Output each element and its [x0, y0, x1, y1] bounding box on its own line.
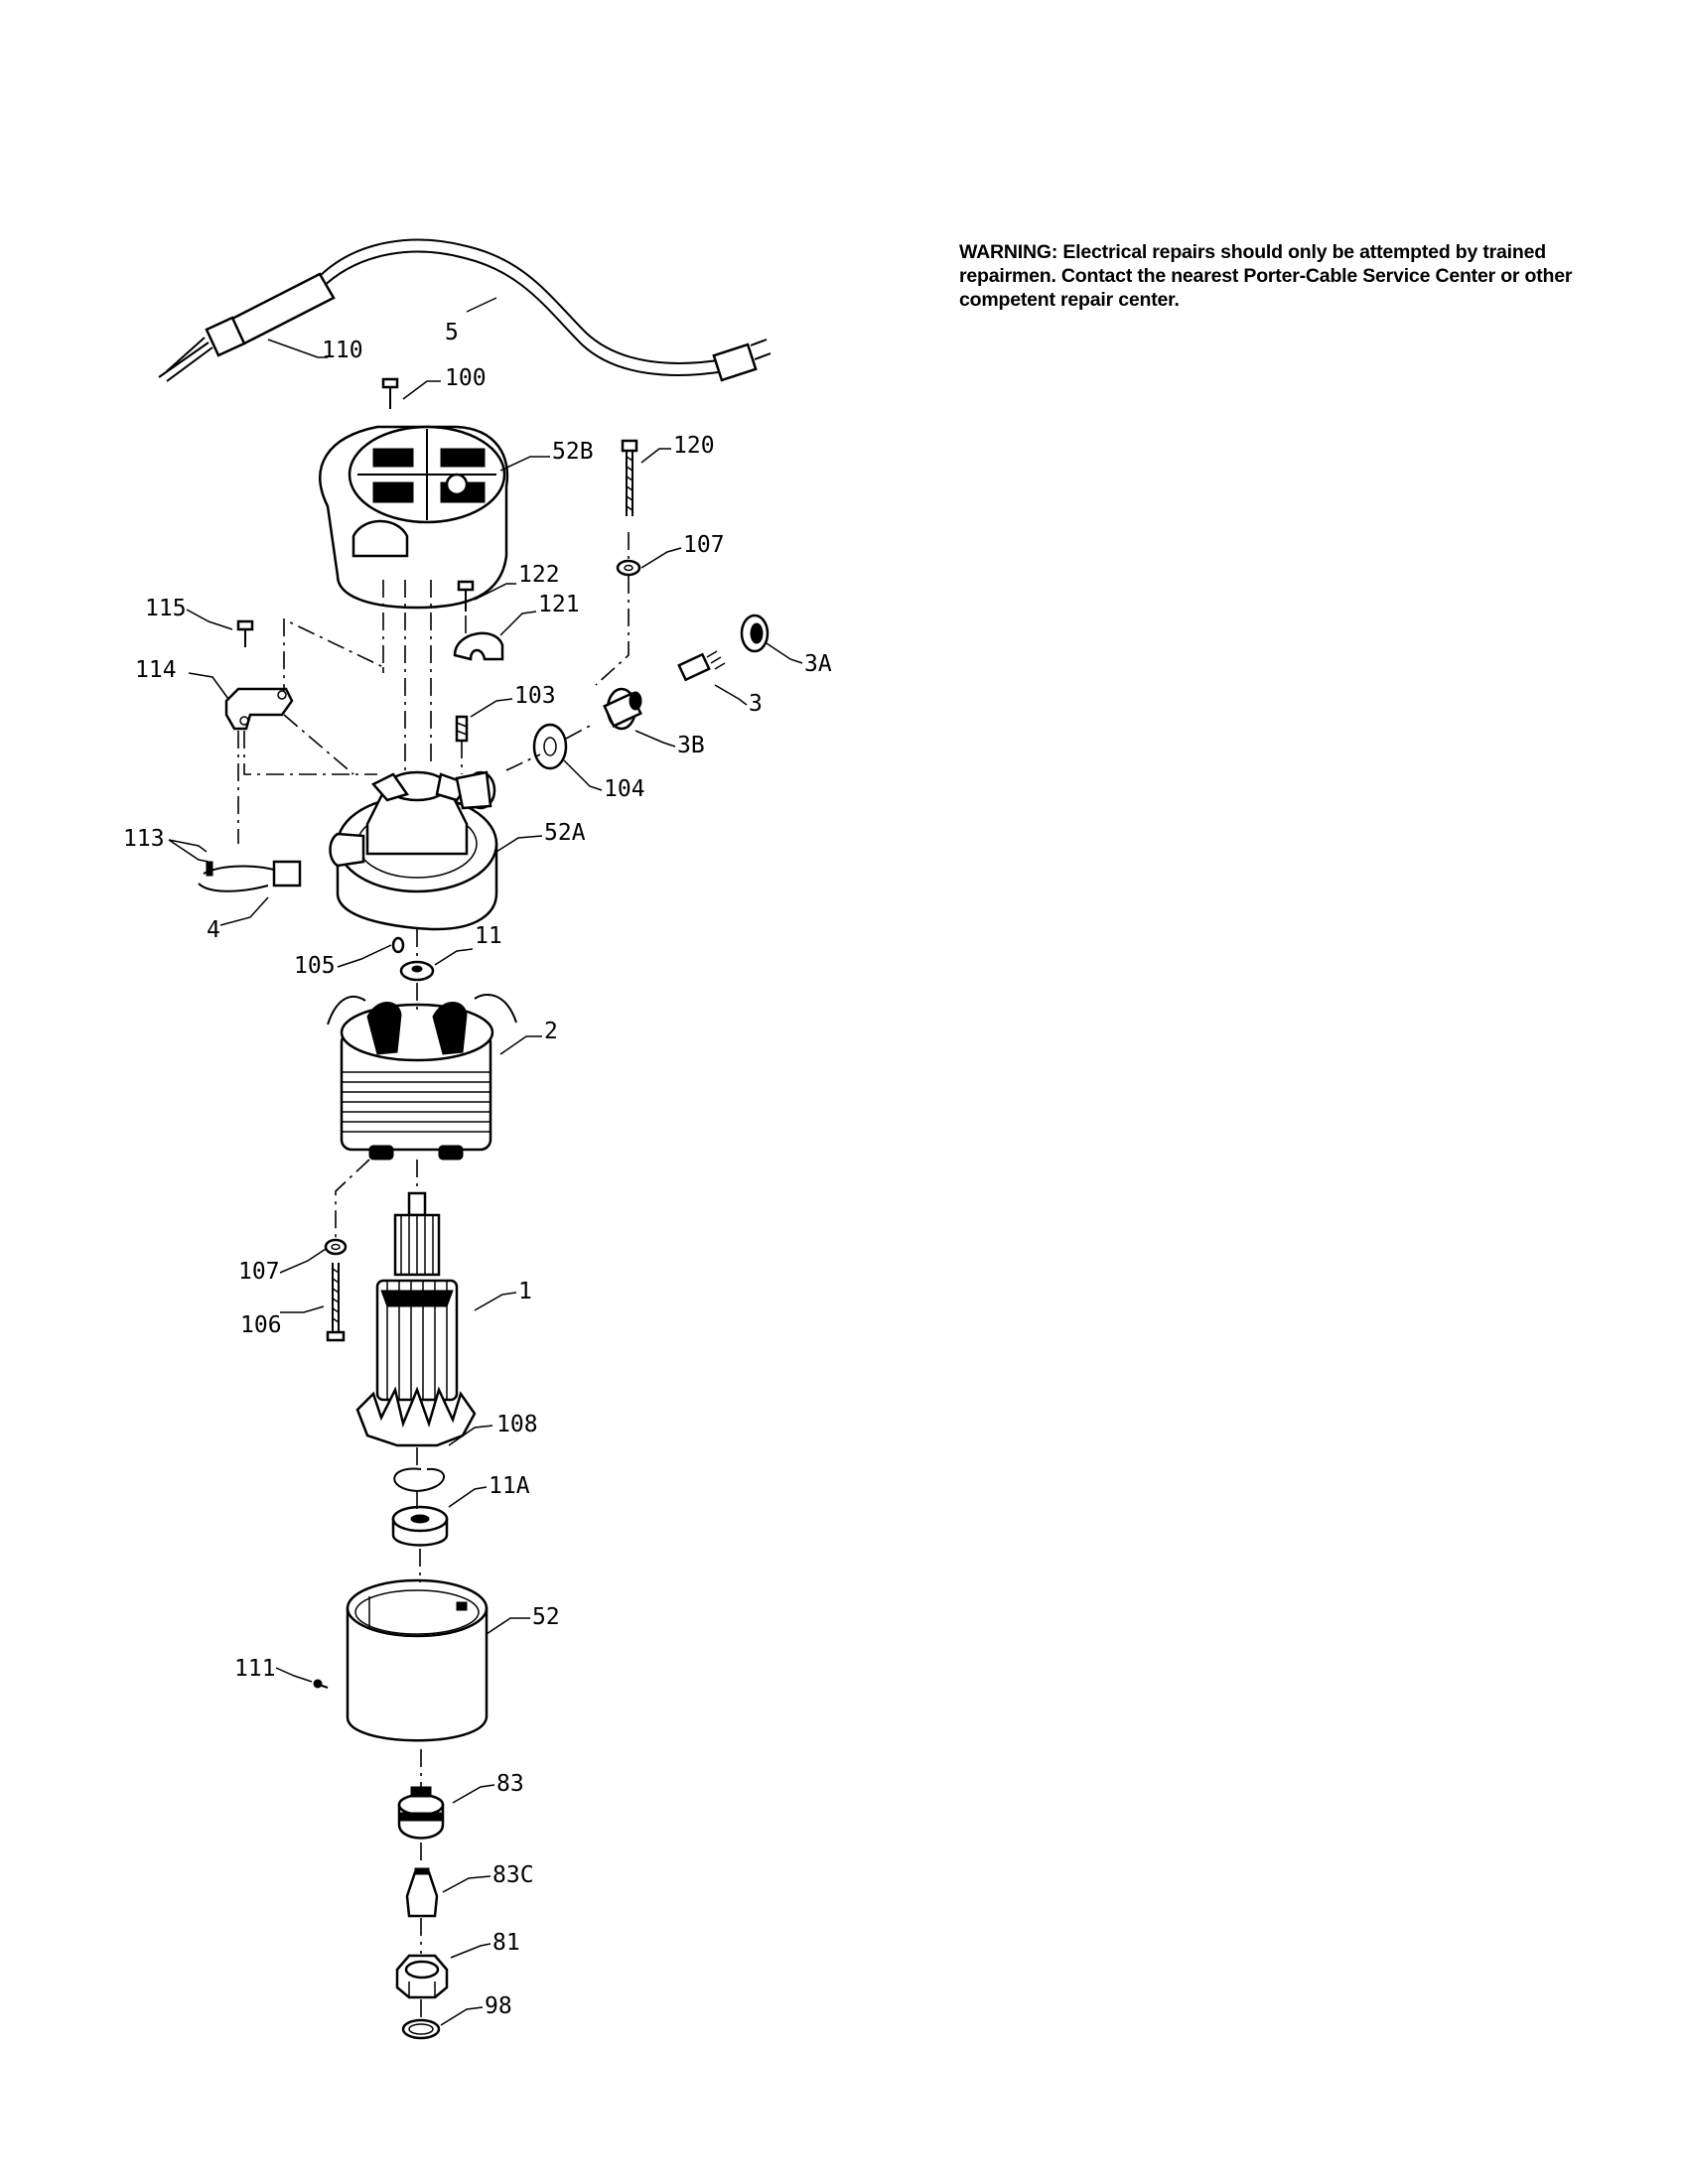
- callout-107-bottom: 107: [238, 1259, 280, 1285]
- field-2: [327, 994, 517, 1160]
- assembly-lines: [237, 532, 630, 2019]
- callout-2: 2: [544, 1019, 558, 1044]
- callout-3A: 3A: [804, 651, 832, 677]
- callout-5: 5: [445, 320, 459, 345]
- armature-1: [355, 1191, 477, 1447]
- callout-52: 52: [532, 1604, 560, 1630]
- callout-105: 105: [294, 953, 336, 979]
- spacer-105: [391, 936, 405, 954]
- callout-52A: 52A: [544, 820, 586, 846]
- collet-83: [397, 1786, 445, 1840]
- washer-107-bottom: [324, 1238, 348, 1256]
- callout-4: 4: [207, 917, 220, 943]
- screw-106: [326, 1263, 346, 1342]
- callout-3: 3: [749, 691, 763, 717]
- screw-120: [621, 439, 638, 516]
- insulator-104: [532, 723, 568, 770]
- power-cord: [317, 238, 772, 382]
- callout-98: 98: [485, 1993, 512, 2019]
- callout-labels: 110 5 100 52B 120 107 122 121 115 114 10…: [123, 320, 832, 2019]
- o-ring-98: [401, 2018, 441, 2040]
- motor-housing-52: [346, 1578, 489, 1742]
- retaining-ring-108: [393, 1467, 446, 1493]
- leader-lines: [168, 297, 803, 2026]
- callout-83: 83: [496, 1771, 524, 1797]
- callout-3B: 3B: [677, 733, 705, 758]
- callout-108: 108: [496, 1412, 538, 1437]
- callout-106: 106: [240, 1312, 282, 1338]
- brush-holder-3B: [603, 687, 642, 731]
- callout-83C: 83C: [492, 1862, 534, 1888]
- callout-1: 1: [518, 1279, 532, 1304]
- callout-113: 113: [123, 826, 165, 852]
- callout-81: 81: [492, 1930, 520, 1956]
- cord-set: [158, 272, 336, 382]
- brush-cap-3A: [740, 614, 770, 653]
- callout-111: 111: [234, 1656, 276, 1682]
- warning-text: WARNING: Electrical repairs should only …: [959, 241, 1573, 311]
- screw-122: [457, 580, 475, 612]
- motor-housing-52A: [329, 770, 498, 931]
- callout-11A: 11A: [489, 1473, 530, 1499]
- callout-115: 115: [145, 596, 187, 621]
- end-cap-52B: [319, 425, 509, 610]
- collet-nut-81: [395, 1954, 449, 1999]
- callout-103: 103: [514, 683, 556, 709]
- callout-104: 104: [604, 776, 645, 802]
- washer-107-top: [616, 559, 641, 577]
- callout-107-top: 107: [683, 532, 725, 558]
- clamp-121: [453, 631, 504, 661]
- bearing-11A: [391, 1505, 449, 1547]
- callout-110: 110: [322, 338, 363, 363]
- callout-114: 114: [135, 657, 177, 683]
- callout-120: 120: [673, 433, 715, 459]
- brush-3: [677, 650, 726, 682]
- set-screw-111: [313, 1679, 329, 1689]
- callout-121: 121: [538, 592, 580, 617]
- bracket-114: [224, 687, 294, 731]
- screw-115: [236, 619, 254, 647]
- collet-cone-83C: [405, 1867, 439, 1918]
- bearing-11: [399, 960, 435, 982]
- screw-100: [381, 377, 399, 409]
- callout-122: 122: [518, 562, 560, 588]
- callout-11: 11: [475, 923, 502, 949]
- spring-103: [455, 715, 469, 743]
- wire-terminal-4: [198, 860, 302, 892]
- callout-100: 100: [445, 365, 487, 391]
- callout-52B: 52B: [552, 439, 594, 465]
